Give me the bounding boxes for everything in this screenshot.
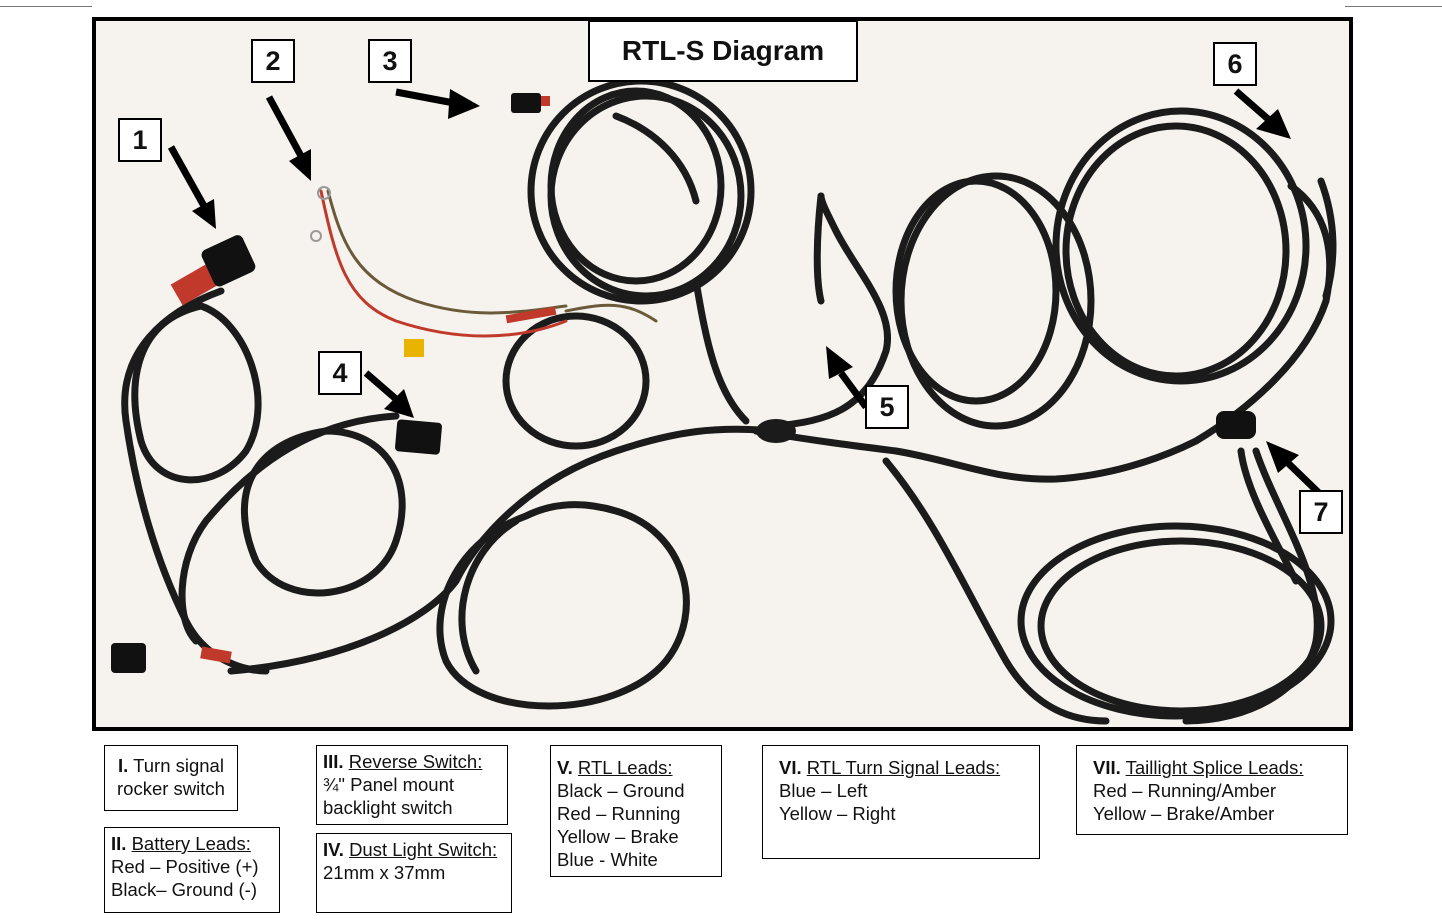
legend-line: Black– Ground (-) (111, 879, 257, 900)
legend-turn-signal-switch: I. Turn signal rocker switch (104, 745, 238, 811)
header-rule-right (1345, 6, 1442, 7)
legend-dust-light-switch: IV. Dust Light Switch: 21mm x 37mm (316, 833, 512, 913)
header-rule-left (0, 6, 92, 7)
legend-heading: IV. Dust Light Switch: (323, 839, 498, 860)
legend-taillight-splice-leads: VII. Taillight Splice Leads: Red – Runni… (1076, 745, 1348, 835)
legend-line: Blue – Left (779, 780, 868, 801)
ring-terminal-shape (317, 186, 331, 200)
legend-line: Yellow – Right (779, 803, 896, 824)
legend-heading: I. Turn signal rocker switch (117, 755, 225, 799)
legend-heading: II. Battery Leads: (111, 833, 251, 854)
wiring-harness-photo (92, 17, 1353, 731)
callout-3: 3 (368, 39, 412, 83)
arrow-5-head (826, 346, 853, 379)
callout-7: 7 (1299, 490, 1343, 534)
arrow-6-head (1256, 109, 1291, 139)
legend-rtl-leads: V. RTL Leads: Black – Ground Red – Runni… (550, 745, 722, 877)
legend-line: backlight switch (323, 797, 453, 818)
arrow-1-head (192, 199, 216, 229)
arrow-4-head (384, 389, 414, 418)
legend-line: Yellow – Brake/Amber (1093, 803, 1275, 824)
legend-line: 21mm x 37mm (323, 862, 446, 883)
rtl-connector-shape (511, 93, 541, 113)
diagram-title: RTL-S Diagram (588, 20, 858, 82)
legend-line: Black – Ground (557, 780, 685, 801)
fuse-holder-shape (404, 339, 424, 357)
legend-heading: V. RTL Leads: (557, 757, 673, 778)
legend-heading: VII. Taillight Splice Leads: (1093, 757, 1304, 778)
rocker-switch-shape (201, 235, 256, 287)
legend-line: Red – Positive (+) (111, 856, 259, 877)
reverse-switch-shape (395, 419, 442, 455)
legend-line: ¾" Panel mount (323, 774, 455, 795)
legend-heading: III. Reverse Switch: (323, 751, 483, 772)
callout-2: 2 (251, 39, 295, 83)
taillight-connector-shape (1216, 411, 1256, 439)
dust-switch-shape (111, 643, 146, 673)
legend-line: Blue - White (557, 849, 658, 870)
callout-4: 4 (318, 351, 362, 395)
legend-line: Red – Running/Amber (1093, 780, 1277, 801)
harness-illustration (111, 77, 1337, 725)
legend-reverse-switch: III. Reverse Switch: ¾" Panel mount back… (316, 745, 508, 825)
legend-heading: VI. RTL Turn Signal Leads: (779, 757, 1001, 778)
legend-rtl-turn-signal-leads: VI. RTL Turn Signal Leads: Blue – Left Y… (762, 745, 1040, 859)
callout-6: 6 (1213, 42, 1257, 86)
arrow-7-head (1266, 441, 1299, 473)
harness-knot (756, 419, 796, 443)
callout-5: 5 (865, 385, 909, 429)
legend-line: Red – Running (557, 803, 681, 824)
legend-line: Yellow – Brake (557, 826, 679, 847)
callout-1: 1 (118, 118, 162, 162)
arrow-3-head (448, 89, 480, 119)
legend-battery-leads: II. Battery Leads: Red – Positive (+) Bl… (104, 827, 280, 913)
arrow-2-head (289, 149, 311, 181)
